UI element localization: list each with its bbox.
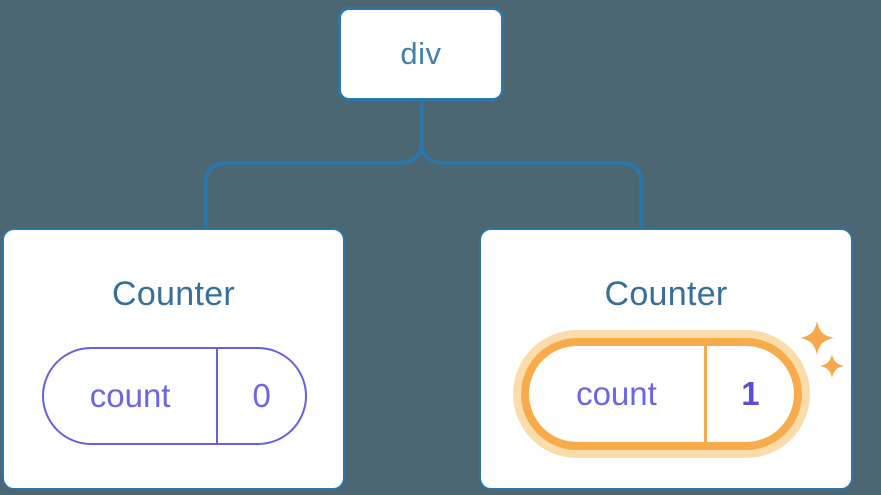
counter-card-title: Counter [111,275,236,313]
counter-card-left: Counter count 0 [2,228,345,490]
counter-card-title: Counter [604,275,728,313]
state-value: 0 [252,377,271,414]
root-node-label: div [400,36,442,71]
state-pill-highlighted: count 1 [521,338,802,450]
state-pill: count 0 [42,347,307,445]
state-value: 1 [741,375,760,412]
state-key-label: count [89,377,171,414]
pill-divider [216,349,219,443]
root-node-div: div [338,7,504,101]
pill-divider [703,346,707,442]
counter-card-right: Counter count 1 [479,228,853,490]
state-key-label: count [576,375,657,412]
